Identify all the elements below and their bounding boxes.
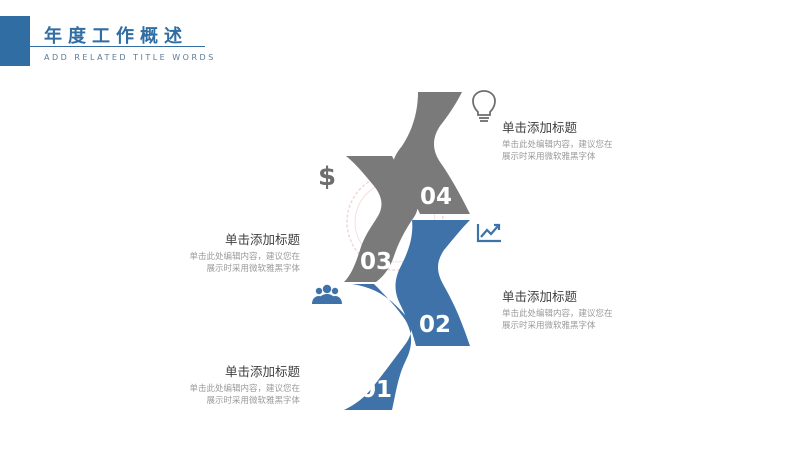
step-03-shape — [344, 156, 418, 282]
title-accent-block — [0, 16, 30, 66]
step-02-number: 02 — [419, 312, 451, 338]
step-04-number: 04 — [420, 184, 452, 210]
step-03-heading[interactable]: 单击添加标题 — [224, 232, 300, 247]
page-title: 年度工作概述 — [44, 26, 188, 47]
step-01-number: 01 — [360, 377, 392, 403]
step-03-body[interactable]: 单击此处编辑内容，建议您在 展示时采用微软雅黑字体 — [160, 251, 300, 275]
step-02-text: 单击添加标题 单击此处编辑内容，建议您在 展示时采用微软雅黑字体 — [502, 286, 642, 332]
step-02-heading[interactable]: 单击添加标题 — [502, 289, 578, 304]
svg-text:$: $ — [318, 162, 336, 192]
page-subtitle: ADD RELATED TITLE WORDS — [44, 53, 216, 62]
step-02-body-line-1: 单击此处编辑内容，建议您在 — [502, 309, 613, 319]
step-04-body-line-2: 展示时采用微软雅黑字体 — [502, 152, 596, 162]
step-04-text: 单击添加标题 单击此处编辑内容，建议您在 展示时采用微软雅黑字体 — [502, 117, 642, 163]
step-03-body-line-2: 展示时采用微软雅黑字体 — [206, 264, 300, 274]
step-02-body-line-2: 展示时采用微软雅黑字体 — [502, 321, 596, 331]
step-02-body[interactable]: 单击此处编辑内容，建议您在 展示时采用微软雅黑字体 — [502, 308, 642, 332]
step-01-text: 单击添加标题 单击此处编辑内容，建议您在 展示时采用微软雅黑字体 — [160, 361, 300, 407]
lightbulb-icon — [472, 90, 496, 122]
step-01-body[interactable]: 单击此处编辑内容，建议您在 展示时采用微软雅黑字体 — [160, 383, 300, 407]
step-04-shape — [393, 92, 470, 214]
step-01-shape — [344, 284, 412, 410]
step-02-shape — [395, 220, 470, 346]
title-divider — [30, 46, 205, 47]
step-04-heading[interactable]: 单击添加标题 — [502, 120, 578, 135]
step-04-body[interactable]: 单击此处编辑内容，建议您在 展示时采用微软雅黑字体 — [502, 139, 642, 163]
step-01-heading[interactable]: 单击添加标题 — [224, 364, 300, 379]
step-01-body-line-2: 展示时采用微软雅黑字体 — [206, 396, 300, 406]
step-03-body-line-1: 单击此处编辑内容，建议您在 — [189, 252, 300, 262]
users-icon — [312, 284, 342, 304]
dollar-icon: $ — [318, 162, 336, 192]
trend-chart-icon — [476, 223, 501, 243]
step-03-number: 03 — [360, 249, 392, 275]
step-04-body-line-1: 单击此处编辑内容，建议您在 — [502, 140, 613, 150]
step-01-body-line-1: 单击此处编辑内容，建议您在 — [189, 384, 300, 394]
step-03-text: 单击添加标题 单击此处编辑内容，建议您在 展示时采用微软雅黑字体 — [160, 229, 300, 275]
